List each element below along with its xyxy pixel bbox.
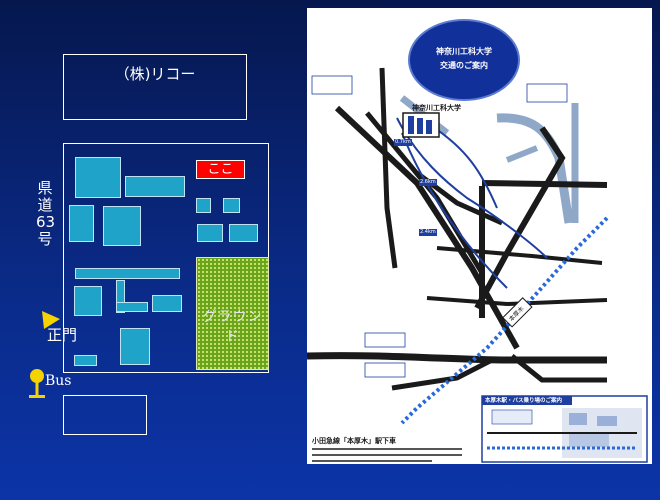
main-gate-arrow-icon bbox=[42, 311, 60, 329]
building bbox=[75, 157, 121, 198]
here-marker: ここ bbox=[196, 160, 245, 179]
ricoh-area: （株)リコー bbox=[63, 54, 247, 120]
building bbox=[116, 302, 148, 312]
access-map-svg bbox=[307, 19, 648, 463]
prefectural-road-label: 県道63号 bbox=[36, 179, 56, 248]
bus-stop-icon bbox=[29, 369, 45, 398]
ground-field: グラウンド bbox=[196, 257, 269, 370]
building bbox=[69, 205, 94, 242]
building bbox=[116, 280, 125, 313]
footer-title: 小田急線「本厚木」駅下車 bbox=[312, 437, 396, 445]
building bbox=[74, 286, 102, 316]
main-gate-label: 正門 bbox=[47, 326, 78, 344]
building bbox=[229, 224, 258, 242]
campus-name-label: 神奈川工科大学 bbox=[412, 104, 461, 112]
map-title-line1: 神奈川工科大学 bbox=[436, 47, 492, 56]
building bbox=[103, 206, 141, 246]
building bbox=[196, 198, 211, 213]
building bbox=[74, 355, 97, 366]
ricoh-label: （株)リコー bbox=[114, 65, 196, 83]
building bbox=[197, 224, 223, 242]
building bbox=[75, 268, 180, 279]
lot-south bbox=[63, 395, 147, 435]
bus-label: Bus bbox=[45, 373, 72, 389]
map-title-line2: 交通のご案内 bbox=[440, 61, 488, 70]
building bbox=[152, 295, 182, 312]
route-badge: 2.6km bbox=[420, 179, 436, 185]
access-map-panel: 神奈川工科大学 交通のご案内 神奈川工科大学 本厚木 0.7km 2.6km 2… bbox=[307, 8, 652, 464]
route-badge: 0.7km bbox=[395, 139, 411, 145]
inset-title: 本厚木駅・バス乗り場のご案内 bbox=[485, 398, 563, 404]
route-badge: 2.4km bbox=[420, 229, 436, 235]
ground-label: グラウンド bbox=[202, 309, 263, 345]
building bbox=[125, 176, 185, 197]
building bbox=[120, 328, 150, 365]
building bbox=[223, 198, 240, 213]
